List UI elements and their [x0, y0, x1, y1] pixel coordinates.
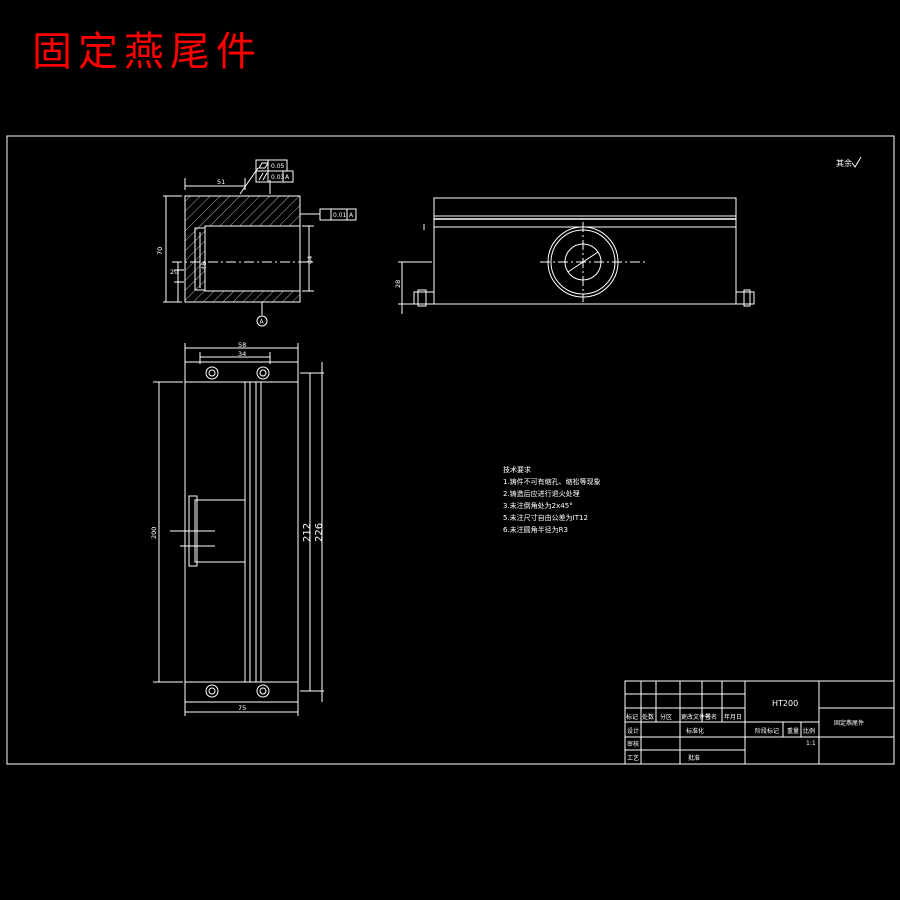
- front-view: 28: [394, 197, 755, 314]
- svg-text:签名: 签名: [705, 713, 717, 721]
- svg-text:设计: 设计: [627, 727, 639, 735]
- roughness-note: 其余: [836, 158, 852, 168]
- svg-text:48: 48: [200, 262, 208, 270]
- svg-text:70: 70: [156, 247, 164, 255]
- svg-text:处数: 处数: [642, 713, 654, 721]
- title-block: HT200 固定燕尾件 标记 处数 分区 更改文件号 签名 年月日 设计 标准化…: [624, 680, 895, 765]
- drawing-title: 固定燕尾件: [32, 29, 262, 75]
- svg-text:标记: 标记: [626, 713, 638, 721]
- datum-a-marker: [256, 315, 268, 327]
- tech-heading: 技术要求: [503, 465, 531, 474]
- gdt-frame-top: 0.05 0.03 A: [255, 159, 294, 183]
- svg-text:分区: 分区: [660, 713, 672, 721]
- dovetail-slot: [194, 227, 206, 291]
- svg-text:标准化: 标准化: [686, 727, 704, 735]
- svg-text:审核: 审核: [627, 740, 639, 748]
- material-label: HT200: [772, 699, 798, 708]
- tech-item: 5.未注尺寸自由公差为IT12: [503, 513, 588, 522]
- svg-text:更改文件号: 更改文件号: [681, 713, 711, 721]
- svg-text:批准: 批准: [688, 754, 700, 762]
- tech-item: 1.铸件不可有缩孔、缩松等现象: [503, 477, 601, 486]
- svg-text:212: 212: [302, 523, 313, 542]
- part-name: 固定燕尾件: [834, 719, 864, 727]
- svg-text:28: 28: [394, 280, 402, 288]
- svg-text:0.03: 0.03: [271, 174, 285, 181]
- bolt-hole: [256, 366, 270, 380]
- section-view: 51 70 20 48 44 0.05 0.03 A: [156, 159, 357, 327]
- svg-text:226: 226: [314, 523, 325, 542]
- svg-text:44: 44: [306, 256, 314, 264]
- tech-item: 3.未注倒角处为2x45°: [503, 501, 573, 510]
- svg-text:A: A: [349, 212, 354, 219]
- plan-view: 58 34 75 200 212 226: [150, 341, 325, 716]
- bolt-hole: [256, 684, 270, 698]
- svg-text:0.05: 0.05: [271, 163, 285, 170]
- drawing-frame: [6, 135, 895, 765]
- svg-text:51: 51: [217, 178, 225, 186]
- svg-text:年月日: 年月日: [724, 713, 742, 721]
- tech-item: 2.铸造后应进行退火处理: [503, 489, 580, 498]
- section-hatch: [184, 195, 301, 303]
- svg-text:0.01: 0.01: [333, 212, 347, 219]
- svg-text:75: 75: [238, 704, 246, 712]
- svg-text:20: 20: [170, 268, 178, 276]
- roughness-symbol: [851, 156, 862, 168]
- svg-text:34: 34: [238, 350, 246, 358]
- svg-text:比例: 比例: [803, 727, 815, 735]
- svg-text:58: 58: [238, 341, 246, 349]
- tech-requirements: 技术要求 1.铸件不可有缩孔、缩松等现象 2.铸造后应进行退火处理 3.未注倒角…: [503, 465, 601, 534]
- svg-text:1:1: 1:1: [806, 740, 816, 747]
- svg-text:阶段标记: 阶段标记: [755, 727, 779, 735]
- svg-text:200: 200: [150, 527, 158, 539]
- bolt-hole: [205, 366, 219, 380]
- bolt-hole: [205, 684, 219, 698]
- svg-text:A: A: [285, 174, 290, 181]
- svg-text:A: A: [260, 319, 265, 326]
- svg-text:工艺: 工艺: [627, 754, 639, 762]
- tech-item: 6.未注圆角半径为R3: [503, 525, 568, 534]
- gdt-frame-right: 0.01 A: [300, 208, 357, 221]
- svg-text:重量: 重量: [787, 727, 799, 735]
